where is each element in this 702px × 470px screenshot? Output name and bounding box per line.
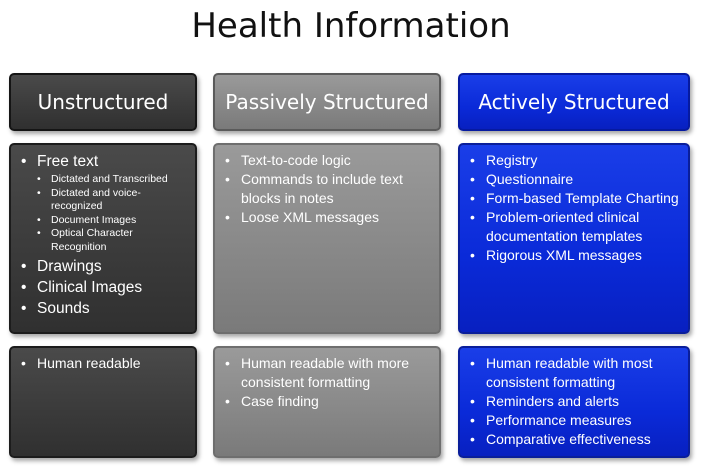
actively-structured-uses-box: Human readable with most consistent form… xyxy=(458,346,690,458)
list-item: Reminders and alerts xyxy=(470,392,680,411)
list-item: Rigorous XML messages xyxy=(470,246,680,265)
actively-structured-sources-list: Registry Questionnaire Form-based Templa… xyxy=(470,151,680,265)
unstructured-uses-box: Human readable xyxy=(9,346,197,458)
passively-structured-uses-list: Human readable with more consistent form… xyxy=(225,354,431,411)
list-item: Free text Dictated and Transcribed Dicta… xyxy=(21,151,187,254)
passively-structured-uses-box: Human readable with more consistent form… xyxy=(213,346,441,458)
list-item: Clinical Images xyxy=(21,277,187,298)
free-text-sublist: Dictated and Transcribed Dictated and vo… xyxy=(37,173,187,254)
diagram-title: Health Information xyxy=(191,6,511,46)
list-item: Problem-oriented clinical documentation … xyxy=(470,208,680,246)
list-item: Commands to include text blocks in notes xyxy=(225,170,431,208)
list-item: Human readable with most consistent form… xyxy=(470,354,680,392)
passively-structured-sources-list: Text-to-code logic Commands to include t… xyxy=(225,151,431,227)
list-item: Case finding xyxy=(225,392,431,411)
unstructured-sources-box: Free text Dictated and Transcribed Dicta… xyxy=(9,143,197,334)
list-item: Sounds xyxy=(21,298,187,319)
list-item: Performance measures xyxy=(470,411,680,430)
list-item: Form-based Template Charting xyxy=(470,189,680,208)
actively-structured-uses-list: Human readable with most consistent form… xyxy=(470,354,680,449)
actively-structured-sources-box: Registry Questionnaire Form-based Templa… xyxy=(458,143,690,334)
list-item: Text-to-code logic xyxy=(225,151,431,170)
list-item: Optical Character Recognition xyxy=(37,227,187,254)
header-unstructured: Unstructured xyxy=(9,73,197,131)
list-item: Document Images xyxy=(37,214,187,228)
passively-structured-sources-box: Text-to-code logic Commands to include t… xyxy=(213,143,441,334)
list-item: Human readable with more consistent form… xyxy=(225,354,431,392)
unstructured-sources-list: Free text Dictated and Transcribed Dicta… xyxy=(21,151,187,319)
list-item: Questionnaire xyxy=(470,170,680,189)
unstructured-uses-list: Human readable xyxy=(21,354,187,373)
header-passively-structured: Passively Structured xyxy=(213,73,441,131)
list-item: Human readable xyxy=(21,354,187,373)
list-item: Comparative effectiveness xyxy=(470,430,680,449)
list-item: Dictated and Transcribed xyxy=(37,173,187,187)
header-actively-structured: Actively Structured xyxy=(458,73,690,131)
list-item: Registry xyxy=(470,151,680,170)
list-item: Dictated and voice-recognized xyxy=(37,187,187,214)
list-item: Loose XML messages xyxy=(225,208,431,227)
list-item: Drawings xyxy=(21,256,187,277)
